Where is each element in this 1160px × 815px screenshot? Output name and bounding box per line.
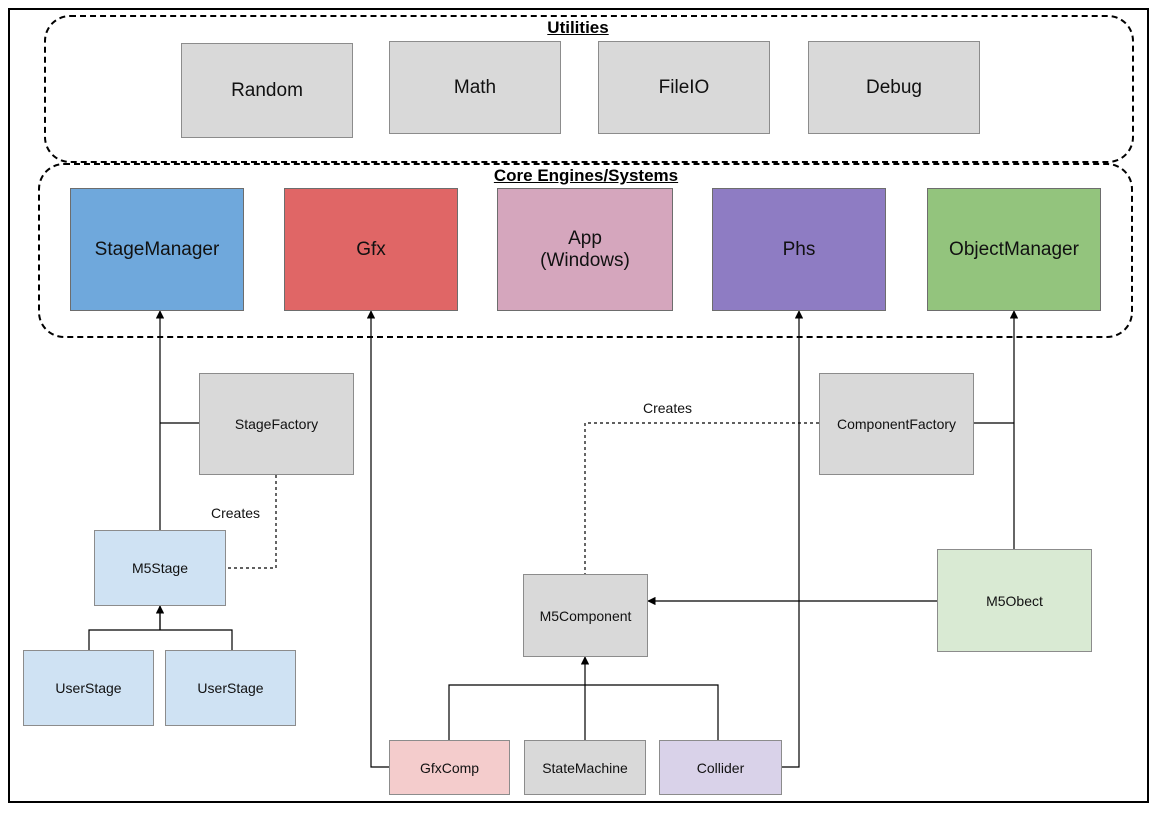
creates-label-stage: Creates (211, 505, 261, 521)
statemachine-node: StateMachine (524, 740, 646, 795)
fileio-node: FileIO (598, 41, 770, 134)
userstage-node-1: UserStage (23, 650, 154, 726)
m5component-node: M5Component (523, 574, 648, 657)
objectmanager-node: ObjectManager (927, 188, 1101, 311)
phs-node: Phs (712, 188, 886, 311)
edge-stagefactory-creates-m5stage (226, 475, 277, 569)
edge-gfxcomp-to-gfx (366, 310, 389, 768)
edge-collider-to-phs (782, 310, 804, 768)
componentfactory-node: ComponentFactory (819, 373, 974, 475)
core-systems-group (38, 163, 1133, 338)
userstage-node-2: UserStage (165, 650, 296, 726)
m5stage-node: M5Stage (94, 530, 226, 606)
app-windows-node: App (Windows) (497, 188, 673, 311)
diagram-frame (8, 8, 1149, 803)
stagefactory-node: StageFactory (199, 373, 354, 475)
math-node: Math (389, 41, 561, 134)
utilities-group (44, 15, 1134, 163)
creates-label-component: Creates (643, 400, 693, 416)
gfxcomp-node: GfxComp (389, 740, 510, 795)
random-node: Random (181, 43, 353, 138)
m5obect-node: M5Obect (937, 549, 1092, 652)
gfx-node: Gfx (284, 188, 458, 311)
core-systems-group-label: Core Engines/Systems (493, 166, 679, 185)
edge-componentfactory-creates-m5component (584, 422, 819, 574)
edge-components-to-m5component (448, 684, 719, 740)
debug-node: Debug (808, 41, 980, 134)
stagemanager-node: StageManager (70, 188, 244, 311)
collider-node: Collider (659, 740, 782, 795)
utilities-group-label: Utilities (547, 18, 609, 37)
